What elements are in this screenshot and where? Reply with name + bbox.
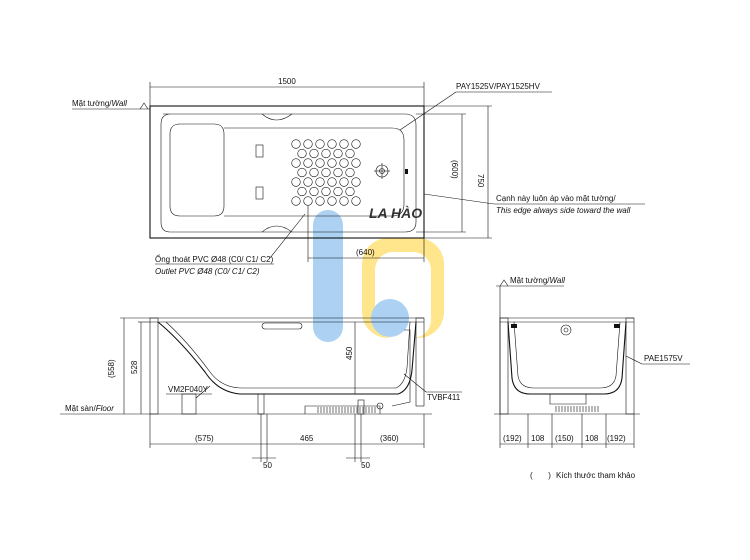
- anti-slip-dot: [327, 158, 337, 168]
- top-wall-label: Mặt tường/Wall: [72, 99, 127, 108]
- anti-slip-dot: [291, 139, 301, 149]
- dim-left: (575): [195, 434, 214, 443]
- anti-slip-dot: [303, 139, 313, 149]
- end-dim-2: (150): [555, 434, 574, 443]
- anti-slip-dot: [303, 158, 313, 168]
- anti-slip-dot: [315, 158, 325, 168]
- end-dim-0: (192): [503, 434, 522, 443]
- anti-slip-dot: [351, 177, 361, 187]
- edge-note-vi: Cạnh này luôn áp vào mặt tường/: [496, 194, 616, 203]
- anti-slip-dot: [297, 186, 307, 197]
- end-dim-3: 108: [585, 434, 599, 443]
- anti-slip-dot: [345, 148, 355, 159]
- anti-slip-dot: [333, 167, 343, 178]
- outlet-en: Outlet PVC Ø48 (C0/ C1/ C2): [155, 267, 260, 276]
- anti-slip-dot: [339, 177, 349, 187]
- dim-rim-height: 528: [130, 360, 139, 374]
- end-view: Mặt tường/Wall PAE1575V (192) 108 (150) …: [494, 276, 690, 448]
- anti-slip-dot: [297, 148, 307, 159]
- anti-slip-dot: [351, 139, 361, 149]
- anti-slip-dot: [315, 177, 325, 187]
- dim-gap-right: 50: [361, 461, 370, 470]
- anti-slip-dot: [351, 196, 361, 206]
- leg-label: VM2F040Y: [168, 385, 209, 394]
- anti-slip-dot: [333, 186, 343, 197]
- dim-mid: 465: [300, 434, 314, 443]
- anti-slip-dot: [339, 158, 349, 168]
- anti-slip-dot: [297, 167, 307, 178]
- anti-slip-dot: [333, 148, 343, 159]
- anti-slip-dot: [291, 177, 301, 187]
- top-view: 1500 Mặt tường/Wall 750 (600): [72, 77, 645, 276]
- side-view: Mặt sàn/Floor (558) 528 450: [60, 317, 462, 470]
- anti-slip-dot: [309, 167, 319, 178]
- anti-slip-dot: [351, 158, 361, 168]
- anti-slip-dot: [327, 196, 337, 206]
- anti-slip-dot: [321, 186, 331, 197]
- waste-hose: [317, 407, 376, 413]
- anti-slip-dot: [303, 196, 313, 206]
- waste-label: TVBF411: [427, 393, 461, 402]
- anti-slip-dot: [291, 158, 301, 168]
- anti-slip-dot: [321, 167, 331, 178]
- anti-slip-dot: [339, 139, 349, 149]
- legend-text: Kích thước tham khảo: [556, 471, 636, 480]
- legend: ( ) Kích thước tham khảo: [530, 471, 636, 480]
- dim-inner-depth: (600): [450, 160, 459, 179]
- anti-slip-dot: [321, 148, 331, 159]
- outlet-vi: Ống thoát PVC Ø48 (C0/ C1/ C2): [155, 254, 274, 264]
- end-waste-hose: [555, 406, 599, 412]
- anti-slip-dot: [339, 196, 349, 206]
- end-wall-label: Mặt tường/Wall: [510, 276, 565, 285]
- anti-slip-dot: [309, 148, 319, 159]
- floor-label: Mặt sàn/Floor: [65, 404, 114, 413]
- anti-slip-dot: [291, 196, 301, 206]
- svg-text:LA HÀO: LA HÀO: [369, 205, 422, 221]
- anti-slip-dot: [315, 139, 325, 149]
- dim-drain-offset: (640): [356, 248, 375, 257]
- edge-note-en: This edge always side toward the wall: [496, 206, 631, 215]
- anti-slip-dot: [303, 177, 313, 187]
- anti-slip-dot: [345, 167, 355, 178]
- anti-slip-dot: [327, 139, 337, 149]
- model-label: PAY1525V/PAY1525HV: [456, 82, 541, 91]
- dim-depth: 750: [476, 174, 485, 188]
- dim-gap-left: 50: [263, 461, 272, 470]
- legend-bracket: ( ): [530, 471, 551, 480]
- end-dim-4: (192): [607, 434, 626, 443]
- anti-slip-pattern: [291, 139, 361, 206]
- dim-width: 1500: [278, 77, 296, 86]
- anti-slip-dot: [327, 177, 337, 187]
- anti-slip-dot: [315, 196, 325, 206]
- dim-right: (360): [380, 434, 399, 443]
- anti-slip-dot: [345, 186, 355, 197]
- dim-overall-height: (558): [107, 359, 116, 378]
- anti-slip-dot: [309, 186, 319, 197]
- dim-drain-height: 450: [345, 346, 354, 360]
- panel-label: PAE1575V: [644, 354, 683, 363]
- end-dim-1: 108: [531, 434, 545, 443]
